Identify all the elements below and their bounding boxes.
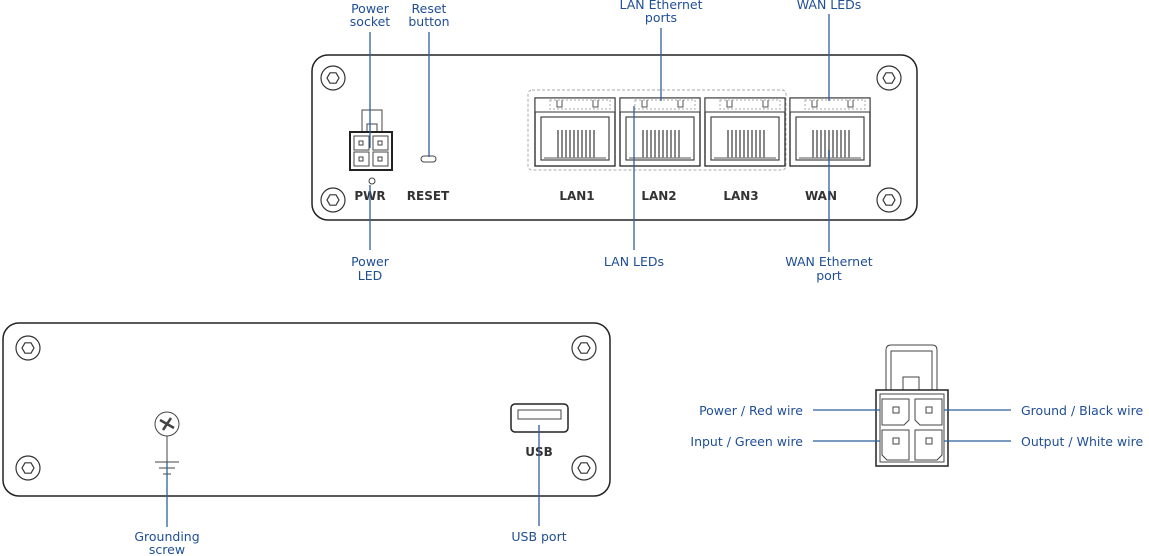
- screw-icon: [320, 187, 346, 213]
- callout-grounding-screw-2: screw: [149, 542, 185, 556]
- back-panel: USB Grounding screw USB port: [2, 322, 611, 556]
- port-led: [804, 99, 866, 110]
- port-led: [634, 99, 696, 110]
- callout-lan-ports: LAN Ethernet: [620, 0, 703, 12]
- callout-wan-port: WAN Ethernet: [785, 254, 872, 269]
- power-led: [368, 177, 376, 185]
- callout-power-socket-2: socket: [350, 14, 391, 29]
- callout-wan-port-2: port: [816, 268, 842, 283]
- ethernet-port-lan2: [619, 97, 701, 167]
- pin-power-red: Power / Red wire: [699, 403, 803, 418]
- callout-lan-ports-2: ports: [645, 10, 677, 25]
- pin-output-white: Output / White wire: [1021, 434, 1143, 449]
- power-connector-detail: Power / Red wire Input / Green wire Grou…: [690, 344, 1143, 467]
- screw-icon: [571, 455, 597, 481]
- callout-reset-button-2: button: [408, 14, 449, 29]
- callout-reset-button: Reset: [412, 1, 447, 16]
- screw-icon: [876, 187, 902, 213]
- screw-icon: [320, 65, 346, 91]
- power-socket: [349, 109, 393, 171]
- ethernet-port-lan3: [704, 97, 786, 167]
- callout-power-led-2: LED: [358, 268, 383, 283]
- lan2-label: LAN2: [641, 189, 676, 203]
- ethernet-port-wan: [789, 97, 871, 167]
- screw-icon: [15, 335, 41, 361]
- port-led: [549, 99, 611, 110]
- wan-label: WAN: [805, 189, 837, 203]
- screw-icon: [876, 65, 902, 91]
- screw-icon: [571, 335, 597, 361]
- lan3-label: LAN3: [723, 189, 758, 203]
- lan-group-outline: [527, 89, 787, 171]
- callout-lan-leds: LAN LEDs: [604, 254, 664, 269]
- pin-input-green: Input / Green wire: [690, 434, 803, 449]
- front-panel: PWR RESET LAN1 LAN2 LAN3 WAN: [311, 54, 918, 221]
- callout-wan-leds: WAN LEDs: [797, 0, 862, 12]
- pin-ground-black: Ground / Black wire: [1021, 403, 1143, 418]
- callout-power-socket: Power: [351, 1, 390, 16]
- callout-power-led: Power: [351, 254, 390, 269]
- port-led: [719, 99, 781, 110]
- lan1-label: LAN1: [559, 189, 594, 203]
- screw-icon: [15, 455, 41, 481]
- screw-icon: [320, 65, 902, 213]
- ethernet-port-lan1: [534, 97, 616, 167]
- callout-grounding-screw: Grounding: [134, 529, 199, 544]
- callout-usb-port: USB port: [511, 529, 566, 544]
- front-callouts: Power socket Reset button LAN Ethernet p…: [350, 0, 873, 283]
- reset-label: RESET: [407, 189, 450, 203]
